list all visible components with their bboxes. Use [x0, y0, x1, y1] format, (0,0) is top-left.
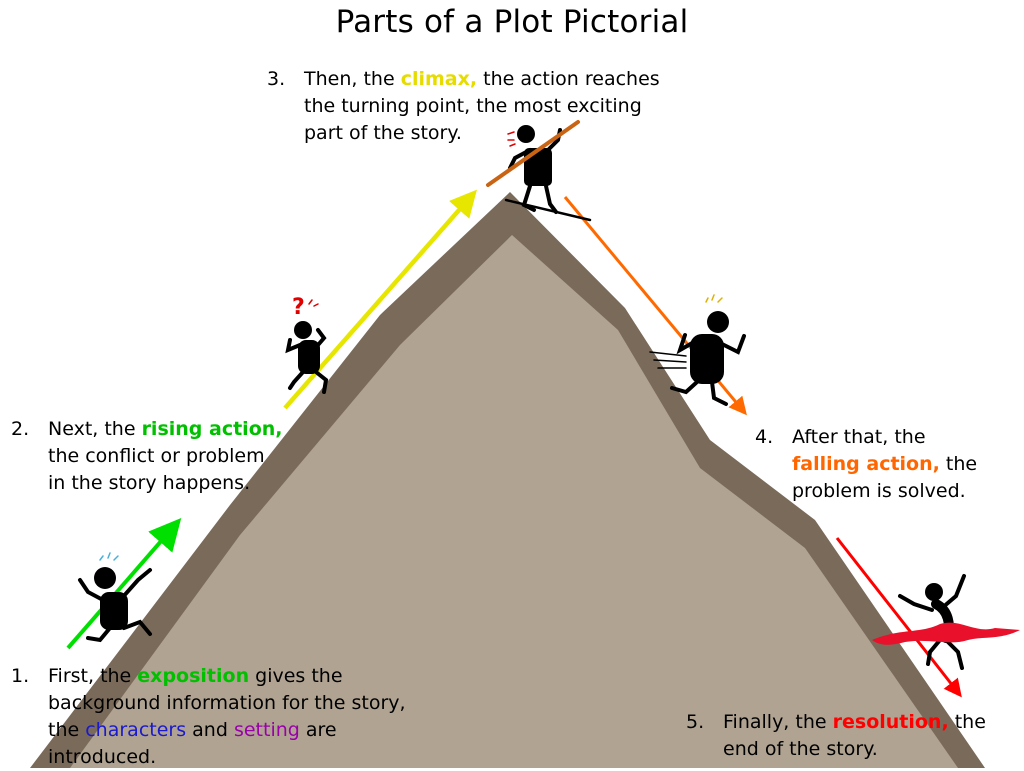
rising-action-keyword: rising action, [141, 418, 283, 440]
step-number: 2. [11, 418, 30, 440]
falling-action-keyword: falling action, [792, 453, 940, 475]
resolution-keyword: resolution, [832, 711, 949, 733]
page-title: Parts of a Plot Pictorial [335, 4, 689, 40]
stick-figure-running-icon [649, 294, 746, 406]
stick-figure-pointing-icon [78, 552, 152, 643]
resolution-arrow [835, 537, 962, 698]
climax-keyword: climax, [400, 68, 478, 90]
stick-figure-confused-icon [285, 299, 329, 394]
step-number: 5. [686, 711, 705, 733]
question-mark-icon: ? [292, 295, 305, 320]
step-number: 4. [755, 426, 774, 448]
exposition-arrow [66, 517, 182, 650]
step-number: 3. [267, 68, 286, 90]
characters-keyword: characters [85, 719, 187, 741]
exposition-keyword: exposition [137, 665, 250, 687]
setting-keyword: setting [233, 719, 300, 741]
stick-figure-finish-line-icon [872, 574, 1020, 670]
mountain-icon [30, 192, 985, 768]
stick-figure-climber-icon [486, 120, 592, 222]
step-number: 1. [11, 665, 30, 687]
